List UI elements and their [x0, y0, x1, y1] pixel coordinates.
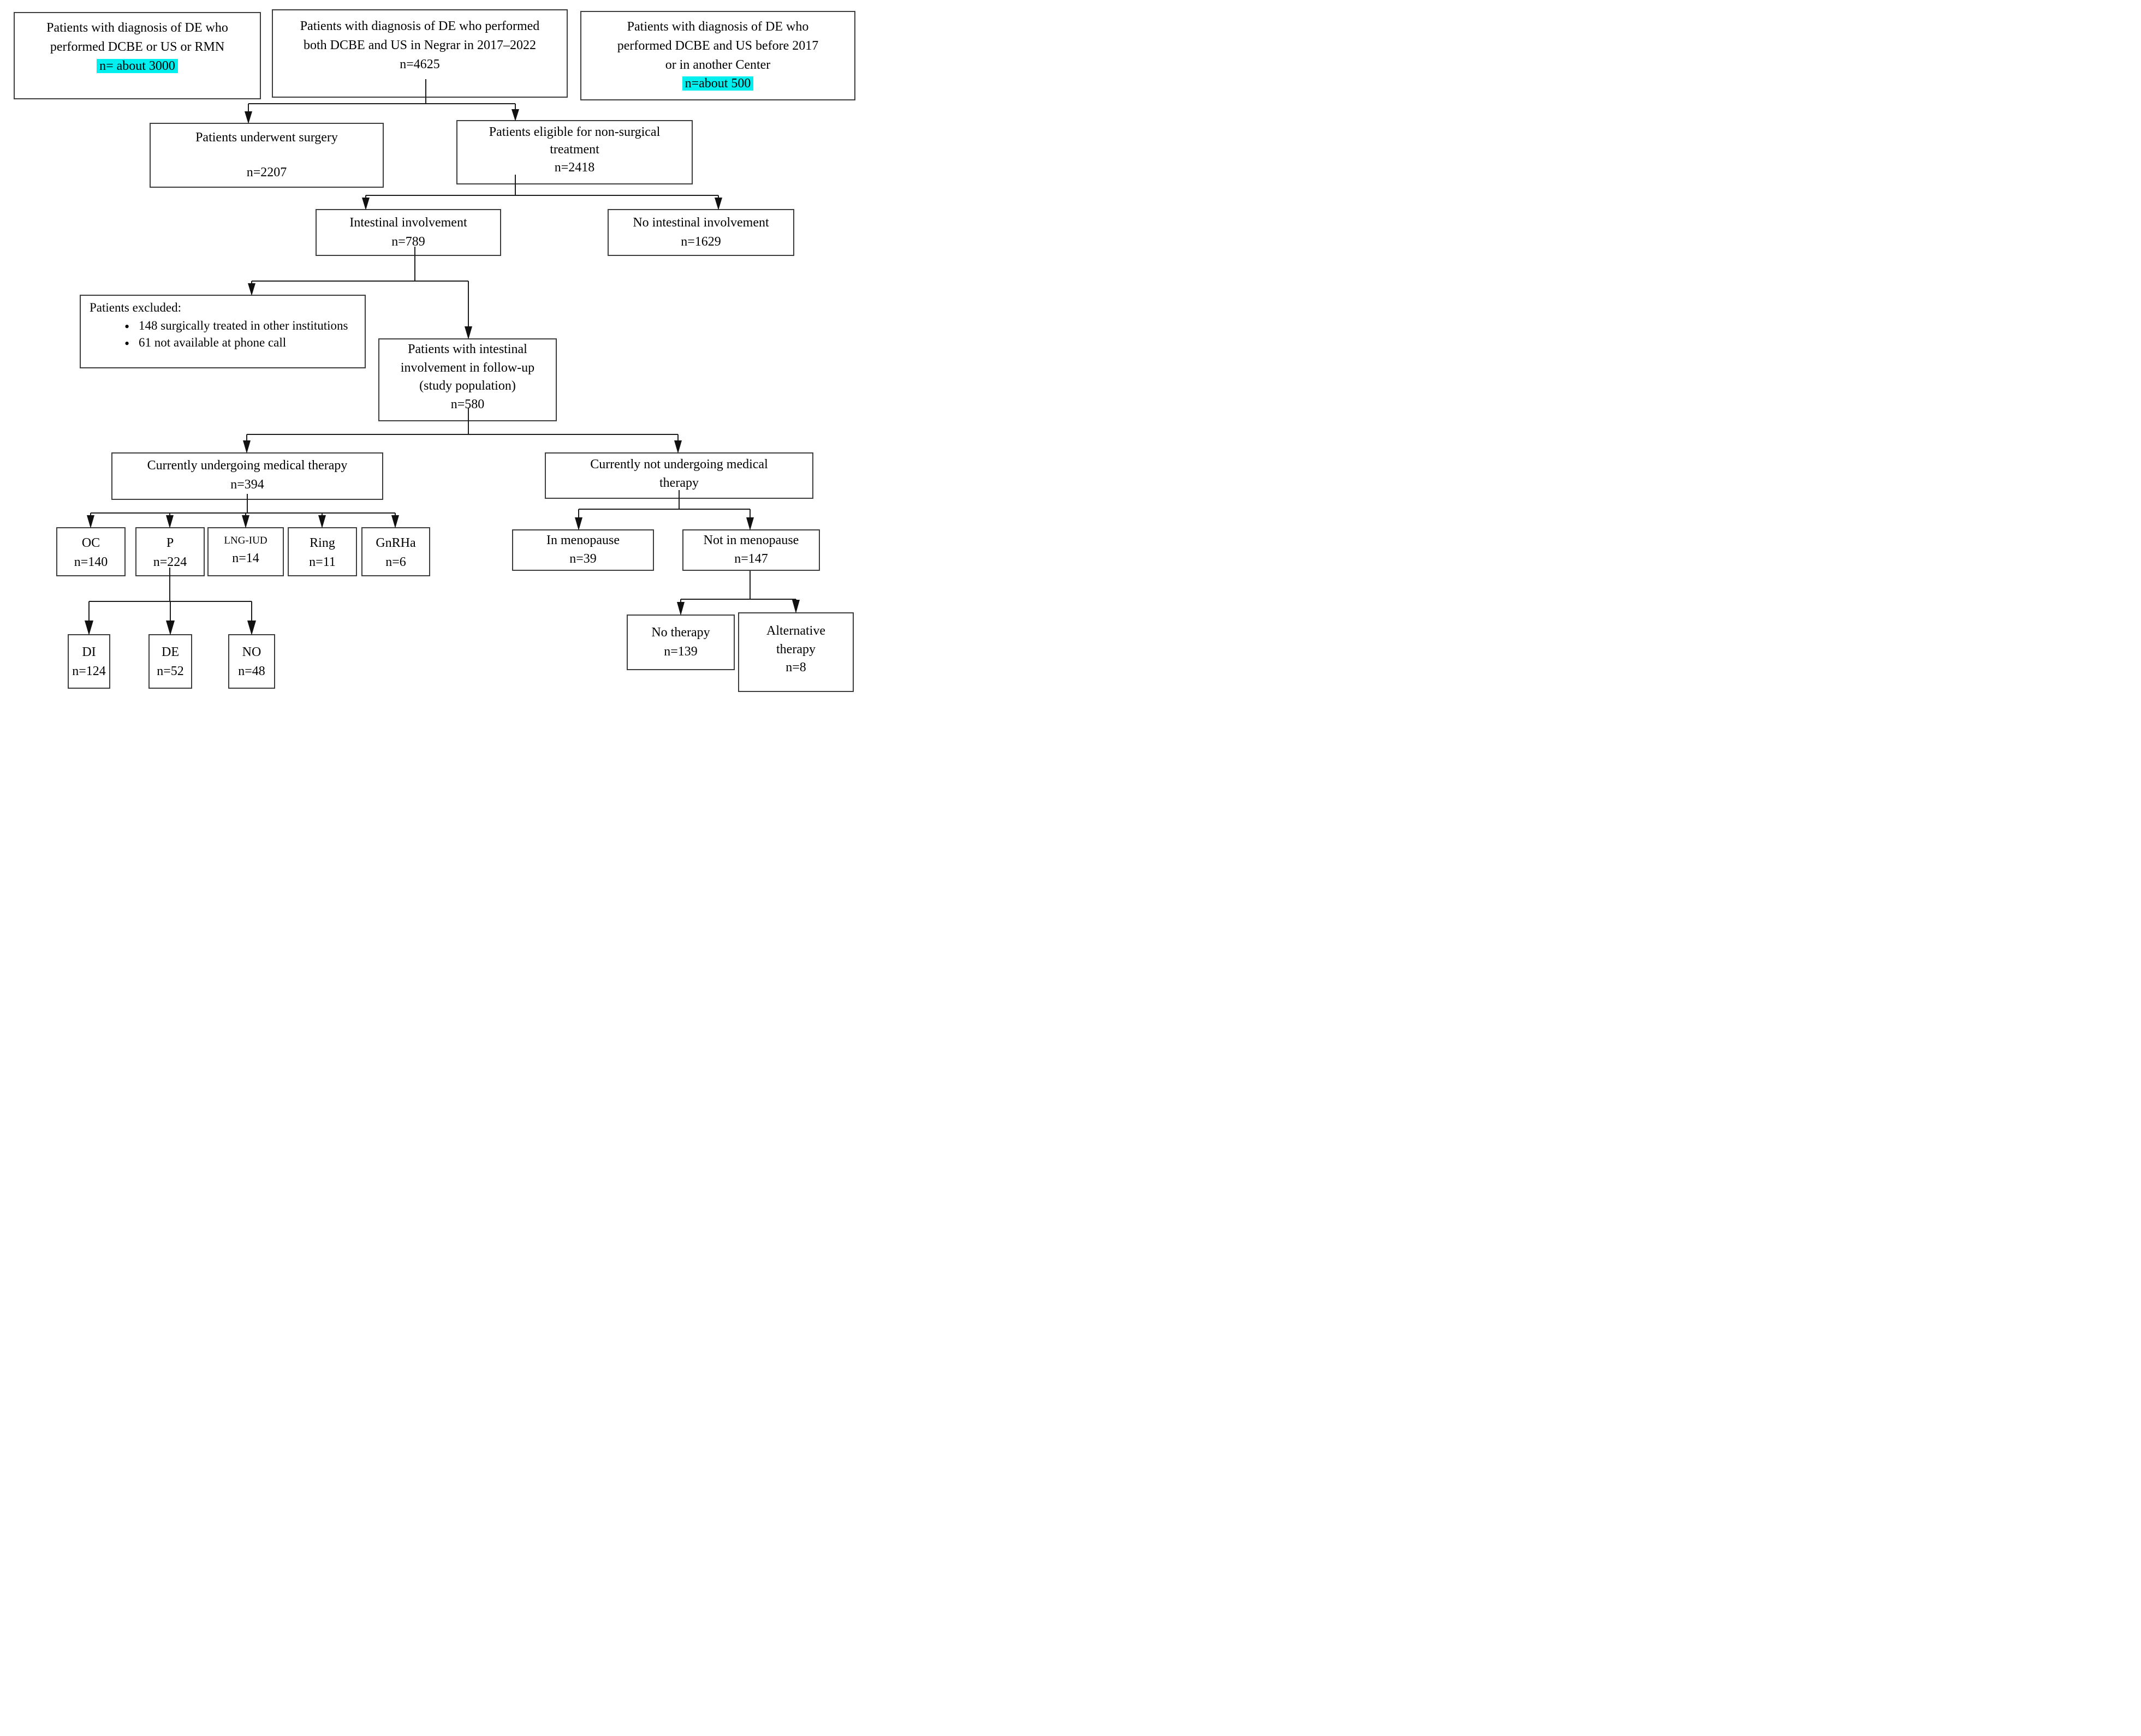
node-line: Not in menopause	[703, 533, 799, 547]
node-p: P n=224	[135, 527, 205, 576]
node-source-before-2017: Patients with diagnosis of DE who perfor…	[580, 11, 855, 100]
n-value: n=1629	[681, 234, 721, 249]
n-value: n=8	[786, 660, 806, 675]
node-di: DI n=124	[68, 634, 110, 689]
node-line: Currently not undergoing medical	[590, 457, 768, 472]
node-line: No therapy	[651, 625, 710, 640]
node-line: Patients with diagnosis of DE who	[46, 21, 228, 35]
node-line: LNG-IUD	[224, 535, 267, 546]
node-not-in-menopause: Not in menopause n=147	[682, 529, 820, 571]
node-line: DI	[82, 645, 96, 659]
n-value: n=14	[232, 551, 259, 566]
node-line: Intestinal involvement	[349, 216, 467, 230]
node-no-therapy: No therapy n=139	[627, 615, 735, 670]
n-value: n=140	[74, 554, 108, 569]
node-line: (study population)	[419, 379, 516, 393]
node-line: Currently undergoing medical therapy	[147, 458, 348, 473]
node-line: or in another Center	[665, 57, 771, 72]
n-value-highlighted: n=about 500	[682, 76, 754, 91]
node-line: Patients with intestinal	[408, 342, 527, 356]
node-line: treatment	[550, 142, 599, 157]
n-value: n=6	[385, 554, 406, 569]
node-line: No intestinal involvement	[633, 216, 769, 230]
n-value: n=2207	[246, 165, 287, 180]
node-line: P	[166, 536, 174, 550]
n-value: n=224	[153, 554, 187, 569]
n-value: n=580	[450, 397, 485, 411]
node-line: OC	[81, 536, 100, 550]
node-lng-iud: LNG-IUD n=14	[207, 527, 284, 576]
node-patients-excluded: Patients excluded: 148 surgically treate…	[80, 295, 366, 368]
node-line: Patients underwent surgery	[195, 130, 338, 145]
n-value: n=48	[238, 664, 265, 678]
n-value: n=394	[230, 477, 264, 492]
n-value: n=2418	[554, 160, 595, 175]
node-ring: Ring n=11	[288, 527, 357, 576]
node-oc: OC n=140	[56, 527, 126, 576]
node-line: GnRHa	[376, 536, 416, 550]
node-line: Alternative	[766, 624, 825, 638]
n-value: n=147	[734, 551, 768, 566]
node-gnrha: GnRHa n=6	[361, 527, 430, 576]
excluded-item: 148 surgically treated in other institut…	[124, 317, 359, 336]
node-line: performed DCBE and US before 2017	[617, 38, 819, 53]
node-in-menopause: In menopause n=39	[512, 529, 654, 571]
n-value: n=11	[309, 554, 336, 569]
n-value-highlighted: n= about 3000	[97, 58, 178, 73]
n-value: n=139	[664, 644, 698, 659]
n-value: n=124	[72, 664, 106, 678]
node-undergoing-therapy: Currently undergoing medical therapy n=3…	[111, 452, 383, 500]
node-source-dcbe-us-rmn: Patients with diagnosis of DE who perfor…	[14, 12, 261, 99]
node-not-undergoing-therapy: Currently not undergoing medical therapy	[545, 452, 813, 499]
node-source-negrar: Patients with diagnosis of DE who perfor…	[272, 9, 568, 98]
node-alternative-therapy: Alternative therapy n=8	[738, 612, 854, 692]
node-line: performed DCBE or US or RMN	[50, 39, 225, 54]
node-line: both DCBE and US in Negrar in 2017–2022	[304, 38, 536, 52]
excluded-list: 148 surgically treated in other institut…	[90, 317, 359, 353]
n-value: n=789	[391, 234, 425, 249]
node-line: Patients with diagnosis of DE who perfor…	[300, 19, 540, 33]
node-line: Patients with diagnosis of DE who	[627, 20, 809, 34]
n-value: n=4625	[400, 57, 440, 71]
node-line: therapy	[659, 475, 699, 490]
excluded-item: 61 not available at phone call	[124, 334, 359, 353]
node-de: DE n=52	[148, 634, 192, 689]
node-line: NO	[242, 645, 261, 659]
node-eligible-nonsurgical: Patients eligible for non-surgical treat…	[456, 120, 693, 184]
node-study-population: Patients with intestinal involvement in …	[378, 338, 557, 421]
flowchart-canvas: Patients with diagnosis of DE who perfor…	[0, 0, 857, 694]
node-line: therapy	[776, 642, 816, 657]
node-intestinal-involvement: Intestinal involvement n=789	[316, 209, 501, 256]
node-line: DE	[162, 645, 179, 659]
node-line: n= about 3000	[15, 57, 260, 76]
node-line: Patients eligible for non-surgical	[489, 125, 661, 139]
node-line: In menopause	[546, 533, 620, 547]
n-value: n=39	[569, 551, 597, 566]
node-no-intestinal-involvement: No intestinal involvement n=1629	[608, 209, 794, 256]
node-surgery: Patients underwent surgery n=2207	[150, 123, 384, 188]
node-line: involvement in follow-up	[400, 360, 535, 375]
n-value: n=52	[157, 664, 184, 678]
node-line: n=about 500	[581, 74, 854, 93]
node-line: Ring	[310, 536, 335, 550]
node-line: Patients excluded:	[90, 301, 181, 314]
node-no: NO n=48	[228, 634, 275, 689]
